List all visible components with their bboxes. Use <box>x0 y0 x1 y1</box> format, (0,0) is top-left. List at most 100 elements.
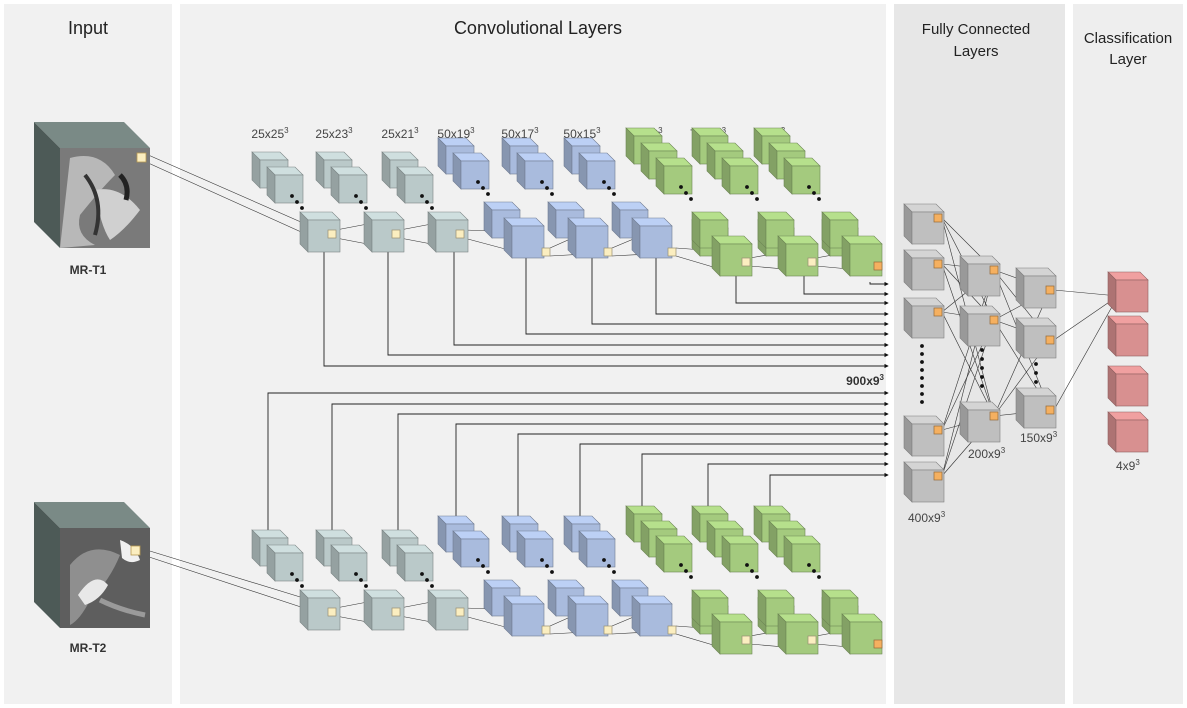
ellipsis-dot <box>430 584 434 588</box>
ellipsis-dot <box>364 584 368 588</box>
ellipsis-dot <box>920 344 924 348</box>
top-conv9-cube <box>783 157 821 195</box>
input-fan-line <box>145 161 311 237</box>
conv-kernel-cube <box>603 247 613 257</box>
ellipsis-dot <box>430 206 434 210</box>
conv-kernel-cube <box>873 261 883 271</box>
bottom-skip-connection <box>707 461 889 508</box>
ellipsis-dot <box>295 578 299 582</box>
top-conv2-output-cube <box>363 211 405 253</box>
fc-title-line2: Layers <box>953 43 998 60</box>
ellipsis-dot <box>1034 371 1038 375</box>
ellipsis-dot <box>425 200 429 204</box>
concat-size-label: 900x93 <box>846 373 884 388</box>
fc1-cube <box>903 203 945 245</box>
top-conv7-cube <box>655 157 693 195</box>
fc3-cube <box>1015 387 1057 429</box>
conv-kernel-cube <box>667 247 677 257</box>
conv-kernel-cube <box>741 635 751 645</box>
conv-kernel-cube <box>741 257 751 267</box>
ellipsis-dot <box>679 185 683 189</box>
mr-t2-volume <box>34 502 150 628</box>
input-fan-line <box>139 553 311 611</box>
fc2-kernel-cube <box>989 315 999 325</box>
conv-kernel-cube <box>807 257 817 267</box>
bottom-conv5-cube <box>516 530 554 568</box>
conv-kernel-cube <box>391 229 401 239</box>
ellipsis-dot <box>354 572 358 576</box>
ellipsis-dot <box>359 578 363 582</box>
bottom-skip-connection <box>267 390 889 530</box>
conv-kernel-cube <box>455 229 465 239</box>
fc-connection-line <box>941 311 995 417</box>
conv-kernel-cube <box>873 639 883 649</box>
ellipsis-dot <box>476 180 480 184</box>
ellipsis-dot <box>817 197 821 201</box>
input-title: Input <box>68 18 108 38</box>
top-conv3-cube <box>396 166 434 204</box>
top-conv1-cube <box>266 166 304 204</box>
ellipsis-dot <box>807 563 811 567</box>
conv-layer-size-label: 25x253 <box>251 126 289 141</box>
cubes <box>251 127 1149 655</box>
top-skip-connection <box>323 252 889 369</box>
top-conv4-output-cube <box>503 217 545 259</box>
top-conv5-cube <box>516 152 554 190</box>
fc1-kernel-cube <box>933 259 943 269</box>
bottom-conv9-cube <box>783 535 821 573</box>
fc1-size-label: 400x93 <box>908 510 946 525</box>
class-cube <box>1107 315 1149 357</box>
ellipsis-dot <box>420 572 424 576</box>
ellipsis-dot <box>540 558 544 562</box>
bottom-conv2-cube <box>330 544 368 582</box>
class-cube <box>1107 411 1149 453</box>
ellipsis-dot <box>920 376 924 380</box>
bottom-skip-connection <box>331 401 889 530</box>
conv-layer-size-label: 50x193 <box>437 126 475 141</box>
bottom-conv9-output-cube <box>841 613 883 655</box>
top-conv3-output-cube <box>427 211 469 253</box>
ellipsis-dot <box>612 570 616 574</box>
ellipsis-dot <box>612 192 616 196</box>
top-conv9-output-cube <box>841 235 883 277</box>
ellipsis-dot <box>679 563 683 567</box>
class-connection-line <box>1053 295 1119 341</box>
top-conv7-cube <box>691 211 729 249</box>
bottom-conv6-output-cube <box>631 595 673 637</box>
bottom-conv8-cube <box>721 535 759 573</box>
ellipsis-dot <box>607 186 611 190</box>
fc1-cube <box>903 461 945 503</box>
ellipsis-dot <box>481 564 485 568</box>
bottom-conv5-output-cube <box>567 595 609 637</box>
ellipsis-dot <box>300 206 304 210</box>
class-size-label: 4x93 <box>1116 458 1140 473</box>
bottom-conv7-output-cube <box>711 613 753 655</box>
ellipsis-dot <box>354 194 358 198</box>
ellipsis-dot <box>745 563 749 567</box>
bottom-skip-connection <box>641 451 889 508</box>
top-conv6-output-cube <box>631 217 673 259</box>
conv-kernel-cube <box>603 625 613 635</box>
bottom-conv4-output-cube <box>503 595 545 637</box>
ellipsis-dot <box>755 575 759 579</box>
ellipsis-dot <box>750 569 754 573</box>
top-skip-connection <box>735 276 889 306</box>
top-conv1-output-cube <box>299 211 341 253</box>
ellipsis-dot <box>920 384 924 388</box>
fc1-cube <box>903 297 945 339</box>
ellipsis-dot <box>364 206 368 210</box>
ellipsis-dot <box>545 564 549 568</box>
top-conv2-cube <box>330 166 368 204</box>
ellipsis-dot <box>750 191 754 195</box>
ellipsis-dot <box>425 578 429 582</box>
ellipsis-dot <box>920 360 924 364</box>
fc1-kernel-cube <box>933 471 943 481</box>
top-skip-connection <box>453 252 889 348</box>
top-skip-connection <box>387 252 889 358</box>
ellipsis-dot <box>602 558 606 562</box>
ellipsis-dot <box>1034 380 1038 384</box>
ellipsis-dot <box>812 191 816 195</box>
top-conv8-cube <box>721 157 759 195</box>
input-fan-line <box>145 153 311 227</box>
